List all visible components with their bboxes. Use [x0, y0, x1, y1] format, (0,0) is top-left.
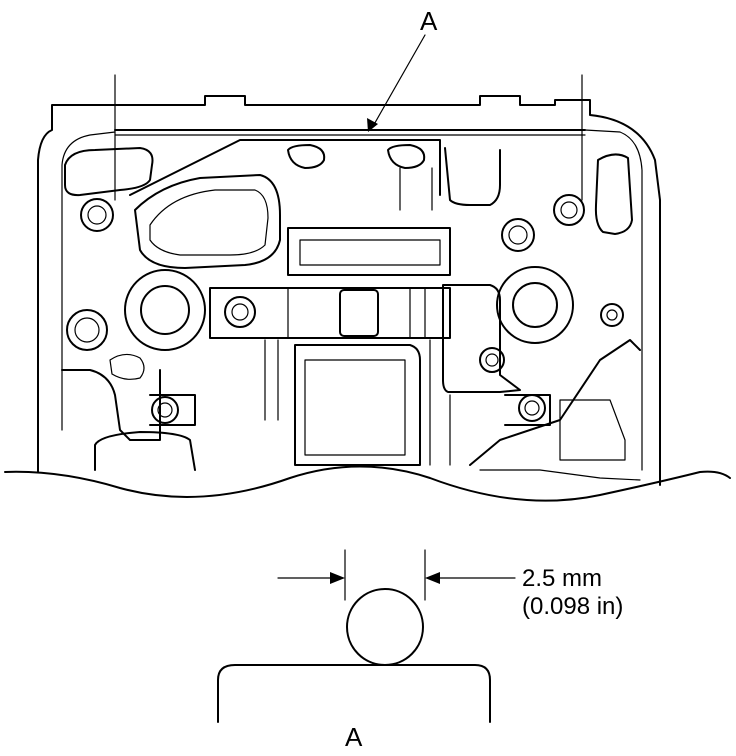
bolt-bosses — [66, 194, 624, 471]
camshaft-journal-right-bore — [512, 282, 558, 328]
leader-line-top — [371, 34, 426, 129]
right-cavity — [559, 399, 626, 461]
leader-arrowhead-top — [367, 118, 378, 132]
central-web — [129, 139, 441, 196]
bolt-hole — [74, 317, 100, 343]
sealant-bead — [346, 588, 424, 666]
center-slot-inner — [299, 239, 441, 266]
casting-details — [61, 139, 641, 481]
dimension-imperial: (0.098 in) — [522, 593, 623, 620]
center-slot — [287, 227, 451, 276]
lower-bolt-right-seat — [504, 394, 551, 426]
right-rib — [444, 147, 501, 206]
lower-left-tube — [94, 431, 196, 471]
mating-surface-section — [217, 664, 491, 723]
casting-outline — [37, 95, 661, 486]
lower-right-lip — [479, 469, 641, 481]
upper-right-pocket — [594, 153, 633, 235]
top-oil-port-left — [287, 144, 326, 169]
left-chamber-inner — [149, 189, 269, 256]
bolt-boss — [553, 194, 585, 226]
detail-view: 2.5 mm (0.098 in) A — [217, 549, 623, 752]
bolt-hole — [560, 201, 578, 219]
left-chamber — [134, 174, 281, 269]
bolt-boss — [80, 198, 114, 232]
dimension-arrow-right — [425, 572, 440, 584]
right-bracket — [442, 284, 521, 393]
lower-right-channel — [469, 339, 641, 466]
bolt-hole — [87, 205, 107, 225]
bolt-boss — [66, 309, 108, 351]
bolt-boss — [600, 303, 624, 327]
lower-ribs — [264, 339, 279, 421]
callout-label-top: A — [420, 6, 438, 36]
bracket-bolt — [479, 347, 505, 373]
lower-bolt-left-seat — [149, 394, 196, 426]
break-line — [4, 465, 731, 502]
lower-left-channel — [61, 369, 161, 441]
casting-inner-outline — [61, 129, 643, 471]
cross-bar — [209, 287, 451, 339]
center-block — [339, 289, 379, 337]
camshaft-journal-left — [124, 269, 206, 351]
lower-bolt-right — [518, 394, 546, 422]
casting-body — [37, 74, 661, 486]
bolt-boss — [501, 218, 535, 252]
callout-label-bottom: A — [345, 722, 363, 752]
bolt-hole — [606, 309, 618, 321]
bolt-hole — [508, 225, 528, 245]
lower-bolt-right-hole — [524, 400, 540, 416]
bar-bolt-hole — [231, 303, 249, 321]
bracket-bolt-hole — [485, 353, 499, 367]
dimension-metric: 2.5 mm — [522, 565, 602, 592]
small-pocket — [109, 353, 145, 380]
top-oil-port-right — [387, 144, 426, 169]
upper-left-pocket — [64, 147, 154, 197]
lower-bolt-left — [151, 396, 179, 424]
camshaft-journal-left-bore — [140, 285, 190, 335]
camshaft-journal-right — [496, 266, 574, 344]
lower-center-well — [294, 344, 421, 466]
bar-bolt — [224, 296, 256, 328]
lower-ribs-right — [429, 339, 451, 466]
lower-bolt-left-hole — [157, 402, 173, 418]
dimension-arrow-left — [330, 572, 345, 584]
lower-center-well-inner — [304, 359, 406, 456]
